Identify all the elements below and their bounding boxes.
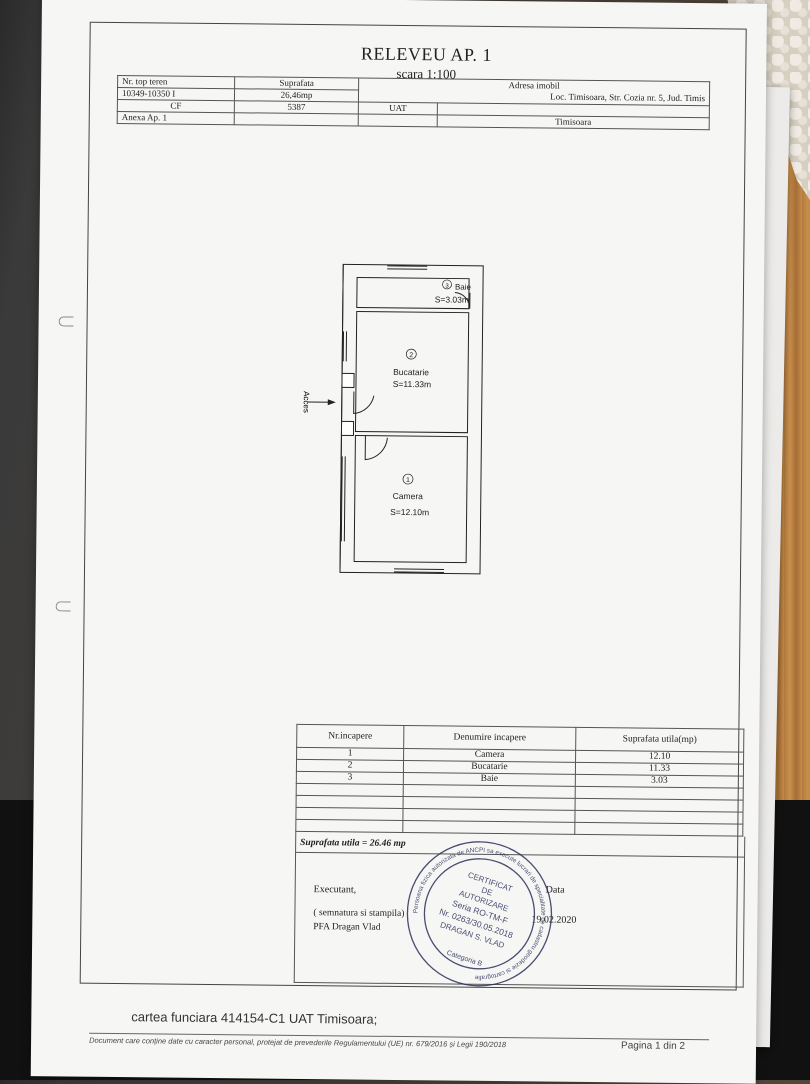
floor-plan: Acces 3 Baie S=3.03m 2 Bucatarie S=11.33… bbox=[294, 261, 487, 578]
room-name: Camera bbox=[393, 491, 424, 501]
info-empty bbox=[358, 114, 437, 127]
rooms-header-name: Denumire incapere bbox=[404, 726, 576, 751]
rooms-header-area: Suprafata utila(mp) bbox=[576, 727, 744, 752]
rooms-header-nr: Nr.incapere bbox=[297, 724, 404, 748]
rooms-table: Nr.incapere Denumire incapere Suprafata … bbox=[295, 724, 744, 837]
entry-label: Acces bbox=[302, 391, 311, 413]
room-area: S=11.33m bbox=[393, 379, 431, 389]
info-empty bbox=[234, 113, 358, 126]
info-label: Anexa Ap. 1 bbox=[117, 111, 234, 124]
info-value: 10349-10350 I bbox=[117, 88, 234, 101]
signature-note: ( semnatura si stampila) bbox=[313, 908, 404, 919]
room-number: 1 bbox=[406, 477, 410, 484]
total-area: Suprafata utila = 26.46 mp bbox=[300, 838, 406, 849]
info-label: UAT bbox=[358, 102, 437, 115]
info-label: Nr. top teren bbox=[118, 76, 235, 89]
room-area: S=3.03m bbox=[435, 294, 469, 304]
official-stamp: Persoana fizica autorizata de ANCPI sa e… bbox=[404, 838, 556, 990]
punch-hole bbox=[56, 601, 71, 611]
room-name: Bucatarie bbox=[393, 367, 429, 377]
stamp-category: Categoria B bbox=[446, 950, 484, 969]
info-label: Adresa imobil Loc. Timisoara, Str. Cozia… bbox=[358, 78, 709, 106]
document-title: RELEVEU AP. 1 bbox=[301, 43, 551, 67]
executant-label: Executant, bbox=[314, 884, 357, 895]
room-area: S=12.10m bbox=[390, 507, 429, 517]
punch-hole bbox=[59, 316, 74, 326]
land-registry-note: cartea funciara 414154-C1 UAT Timisoara; bbox=[131, 1009, 377, 1027]
document-sheet: RELEVEU AP. 1 scara 1:100 Nr. top teren … bbox=[31, 0, 767, 1084]
firm-name: PFA Dragan Vlad bbox=[313, 922, 380, 933]
room-number: 2 bbox=[409, 352, 413, 359]
info-table: Nr. top teren Suprafata Adresa imobil Lo… bbox=[117, 75, 710, 130]
room-name: Baie bbox=[455, 283, 472, 292]
page-number: Pagina 1 din 2 bbox=[621, 1040, 685, 1052]
gdpr-notice: Document care conține date cu caracter p… bbox=[89, 1033, 709, 1051]
info-value: Timisoara bbox=[437, 115, 709, 130]
